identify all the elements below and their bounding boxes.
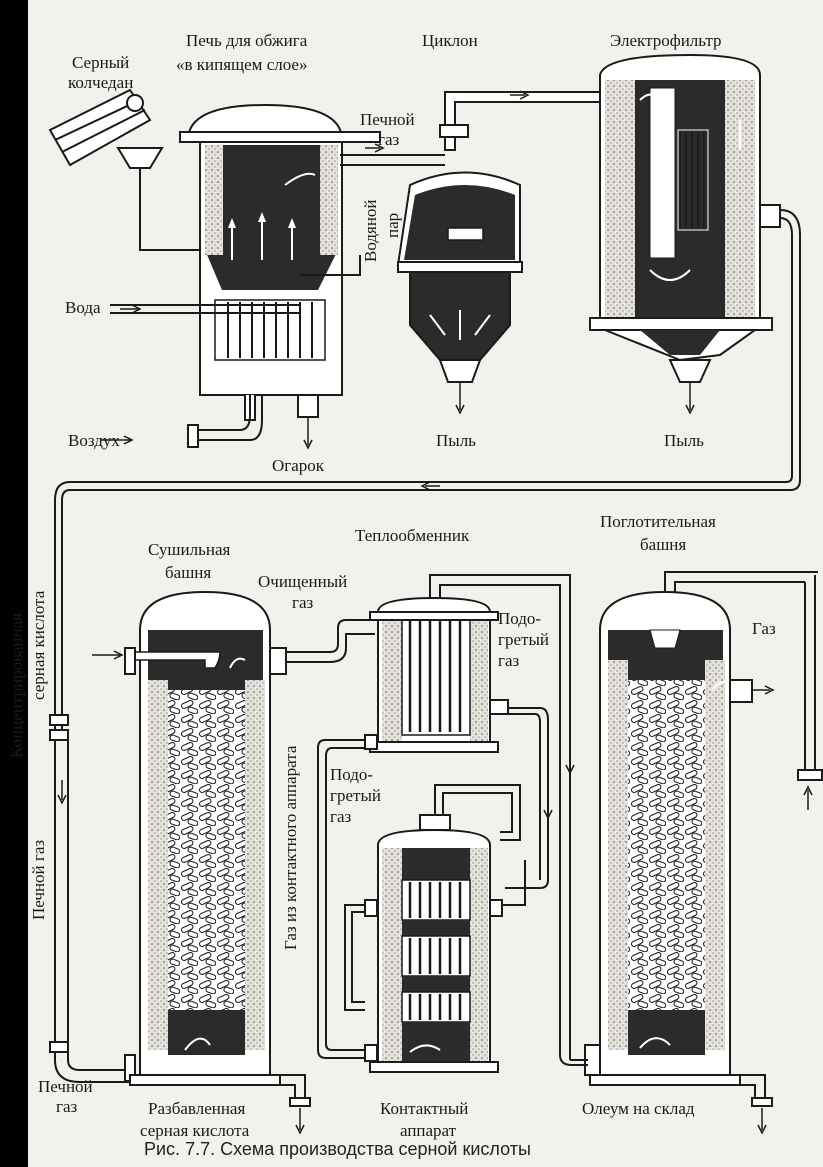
- label-gas-from-contact: Газ из контактного аппарата: [281, 745, 300, 950]
- label-heated-gas-1b: гретый: [498, 630, 549, 649]
- label-cinder: Огарок: [272, 456, 325, 475]
- label-furnace-gas-top-2: газ: [378, 130, 400, 149]
- label-drying-1: Сушильная: [148, 540, 230, 559]
- label-conc-acid-2: серная кислота: [29, 590, 48, 700]
- label-furnace-2: «в кипящем слое»: [176, 55, 307, 74]
- label-furnace-gas-bottom-1: Печной: [38, 1077, 93, 1096]
- label-heated-gas-2a: Подо-: [330, 765, 373, 784]
- label-furnace-gas-top-1: Печной: [360, 110, 415, 129]
- label-oleum: Олеум на склад: [582, 1099, 695, 1118]
- label-water-steam-1: Водяной: [361, 199, 380, 262]
- label-furnace-gas-bottom-2: газ: [56, 1097, 78, 1116]
- label-water-steam-2: пар: [383, 213, 402, 238]
- label-drying-2: башня: [165, 563, 211, 582]
- label-electrofilter: Электрофильтр: [610, 31, 722, 50]
- contact-apparatus: [344, 784, 526, 1073]
- absorption-tower: [584, 590, 773, 1135]
- label-heated-gas-1a: Подо-: [498, 609, 541, 628]
- label-water: Вода: [65, 298, 101, 317]
- label-absorber-1: Поглотительная: [600, 512, 716, 531]
- roasting-furnace: [110, 103, 381, 450]
- heat-exchanger: [364, 574, 571, 1060]
- label-absorber-2: башня: [640, 535, 686, 554]
- label-dust-2: Пыль: [664, 431, 704, 450]
- drying-tower: [124, 590, 311, 1135]
- electrofilter: [589, 53, 781, 415]
- label-cyclone: Циклон: [422, 31, 478, 50]
- label-dust-1: Пыль: [436, 431, 476, 450]
- label-heated-gas-1c: газ: [498, 651, 520, 670]
- label-purified-1: Очищенный: [258, 572, 347, 591]
- label-air: Воздух: [68, 431, 120, 450]
- label-furnace-1: Печь для обжига: [186, 31, 308, 50]
- label-gas: Газ: [752, 619, 776, 638]
- label-dilute-acid-2: серная кислота: [140, 1121, 250, 1140]
- label-pyrite-1: Серный: [72, 53, 129, 72]
- label-dilute-acid-1: Разбавленная: [148, 1099, 245, 1118]
- cyclone: [396, 91, 601, 415]
- label-purified-2: газ: [292, 593, 314, 612]
- label-contact-1: Контактный: [380, 1099, 468, 1118]
- label-contact-2: аппарат: [400, 1121, 457, 1140]
- label-heated-gas-2b: гретый: [330, 786, 381, 805]
- label-heated-gas-2c: газ: [330, 807, 352, 826]
- label-conc-acid-1: Концентрированная: [7, 613, 26, 758]
- conveyor: [48, 88, 200, 251]
- label-heat-exchanger: Теплообменник: [355, 526, 470, 545]
- label-pyrite-2: колчедан: [68, 73, 133, 92]
- figure-caption: Рис. 7.7. Схема производства серной кисл…: [144, 1139, 531, 1159]
- label-furnace-gas-side: Печной газ: [29, 840, 48, 920]
